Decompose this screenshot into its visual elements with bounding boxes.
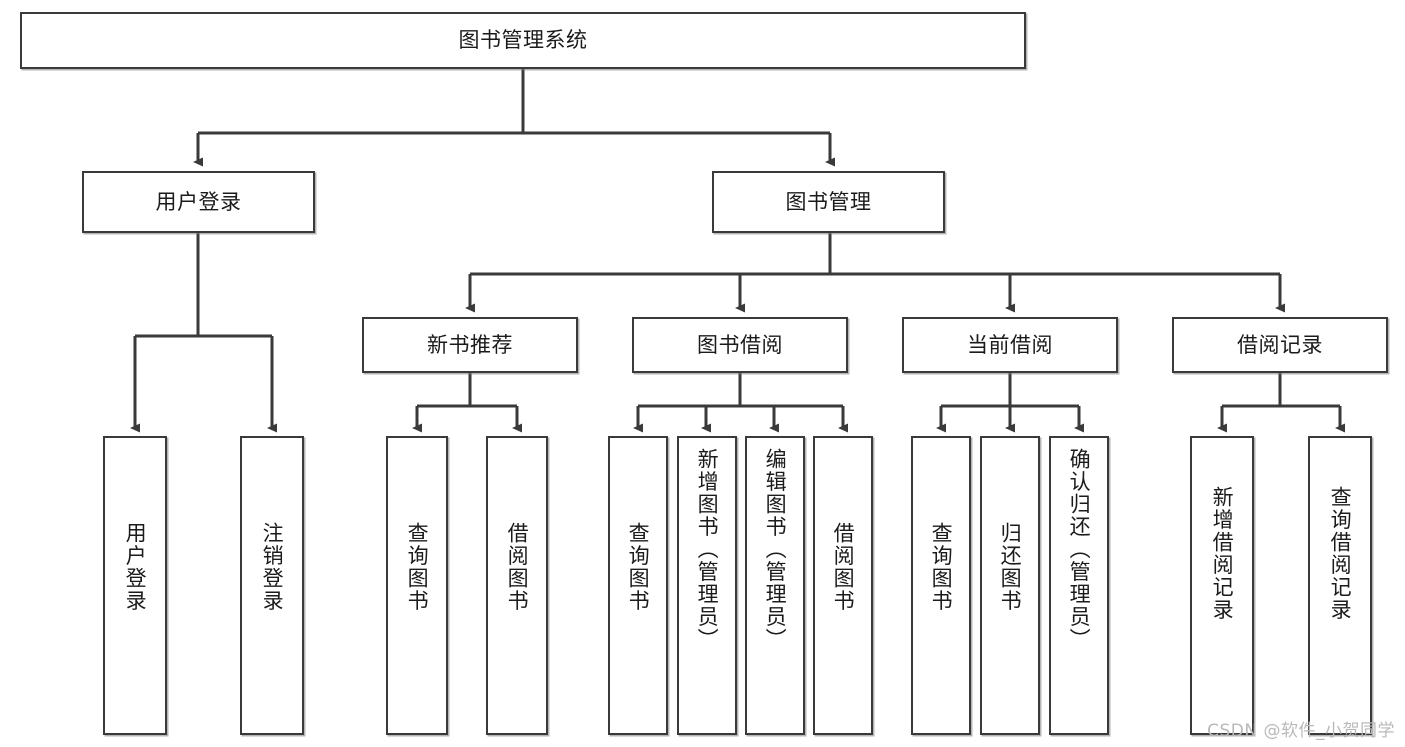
node-current-borrow[interactable]: 当前借阅	[902, 317, 1118, 373]
leaf-add-borrow-record-label: 新增借阅记录	[1210, 486, 1235, 621]
node-current-borrow-label: 当前借阅	[967, 332, 1053, 357]
leaf-user-login[interactable]: 用户登录	[103, 436, 167, 735]
node-book-management[interactable]: 图书管理	[712, 171, 945, 233]
leaf-user-login-label: 用户登录	[123, 522, 148, 612]
node-book-borrow-label: 图书借阅	[697, 332, 783, 357]
leaf-return-book[interactable]: 归还图书	[980, 436, 1040, 735]
node-root-label: 图书管理系统	[458, 28, 588, 53]
node-book-borrow[interactable]: 图书借阅	[632, 317, 848, 373]
leaf-query-book-borrow-label: 查询图书	[626, 522, 651, 612]
leaf-return-book-label: 归还图书	[998, 522, 1023, 612]
leaf-logout[interactable]: 注销登录	[240, 436, 304, 735]
leaf-borrow-book-newbook-label: 借阅图书	[505, 522, 530, 612]
node-new-book-recommend[interactable]: 新书推荐	[362, 317, 578, 373]
leaf-query-book-current-label: 查询图书	[929, 522, 954, 612]
leaf-query-borrow-record-label: 查询借阅记录	[1328, 486, 1353, 621]
leaf-query-book-current[interactable]: 查询图书	[911, 436, 971, 735]
node-borrow-records[interactable]: 借阅记录	[1172, 317, 1388, 373]
leaf-confirm-return-admin-label: 确认归还（管理员）	[1067, 448, 1092, 651]
node-user-login[interactable]: 用户登录	[82, 171, 315, 233]
leaf-query-book-newbook[interactable]: 查询图书	[386, 436, 448, 735]
node-book-management-label: 图书管理	[785, 189, 872, 214]
leaf-edit-book-admin-label: 编辑图书（管理员）	[763, 448, 788, 651]
leaf-logout-label: 注销登录	[260, 522, 285, 612]
node-borrow-records-label: 借阅记录	[1237, 332, 1323, 357]
leaf-query-borrow-record[interactable]: 查询借阅记录	[1308, 436, 1372, 735]
leaf-borrow-book-newbook[interactable]: 借阅图书	[486, 436, 548, 735]
leaf-borrow-book-borrow[interactable]: 借阅图书	[813, 436, 873, 735]
watermark: CSDN @软件_小贺同学	[1207, 721, 1395, 741]
leaf-borrow-book-borrow-label: 借阅图书	[831, 522, 856, 612]
node-new-book-recommend-label: 新书推荐	[427, 332, 513, 357]
node-root[interactable]: 图书管理系统	[20, 12, 1026, 69]
leaf-add-book-admin-label: 新增图书（管理员）	[695, 448, 720, 651]
leaf-query-book-newbook-label: 查询图书	[405, 522, 430, 612]
leaf-edit-book-admin[interactable]: 编辑图书（管理员）	[745, 436, 805, 735]
leaf-confirm-return-admin[interactable]: 确认归还（管理员）	[1049, 436, 1109, 735]
leaf-add-book-admin[interactable]: 新增图书（管理员）	[677, 436, 737, 735]
leaf-query-book-borrow[interactable]: 查询图书	[608, 436, 668, 735]
node-user-login-label: 用户登录	[155, 189, 242, 214]
leaf-add-borrow-record[interactable]: 新增借阅记录	[1190, 436, 1254, 735]
